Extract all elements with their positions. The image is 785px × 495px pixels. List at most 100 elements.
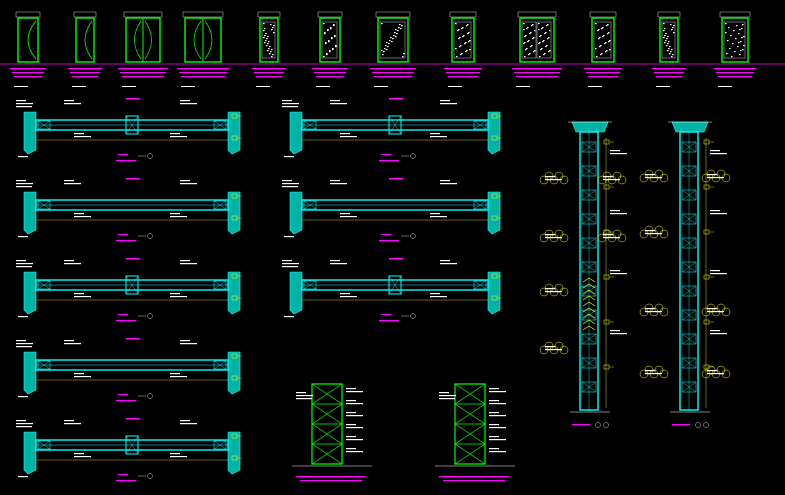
glass-speckle bbox=[469, 40, 471, 42]
glass-speckle bbox=[542, 27, 544, 29]
glass-speckle bbox=[527, 41, 529, 43]
glass-speckle bbox=[548, 37, 550, 39]
glass-speckle bbox=[670, 51, 672, 53]
glass-speckle bbox=[524, 36, 526, 38]
glass-speckle bbox=[732, 43, 734, 45]
plan-section-right-2 bbox=[282, 178, 502, 242]
section-header bbox=[126, 338, 140, 340]
jamb-cross bbox=[37, 440, 51, 450]
frame-annotation bbox=[489, 415, 506, 417]
section-annotation bbox=[170, 213, 180, 215]
glass-speckle bbox=[385, 45, 387, 47]
cloud-note-text bbox=[545, 237, 562, 239]
frame-details bbox=[292, 383, 515, 482]
section-annotation bbox=[16, 186, 32, 188]
glass-speckle bbox=[397, 30, 399, 32]
glass-panel bbox=[321, 21, 338, 59]
glass-speckle bbox=[389, 40, 391, 42]
section-header bbox=[389, 98, 403, 100]
glass-speckle bbox=[603, 35, 605, 37]
cloud-note-text bbox=[603, 176, 613, 178]
frame-annotation bbox=[296, 392, 306, 394]
elevation-subtitle bbox=[588, 76, 618, 78]
glass-speckle bbox=[529, 53, 531, 55]
glass-speckle bbox=[458, 29, 460, 31]
door-frame bbox=[259, 17, 279, 63]
chevron-mark bbox=[582, 295, 596, 301]
glass-speckle bbox=[398, 27, 400, 29]
cloud-note-text bbox=[545, 234, 555, 236]
glass-speckle bbox=[671, 49, 673, 51]
door-frame bbox=[75, 17, 95, 63]
jamb-cross bbox=[581, 357, 597, 369]
section-annotation bbox=[440, 263, 457, 265]
elevation-title bbox=[10, 68, 46, 70]
door-elevation bbox=[714, 11, 756, 87]
glass-speckle bbox=[736, 25, 738, 27]
door-elevation bbox=[118, 11, 168, 87]
section-annotation bbox=[282, 186, 298, 188]
section-annotation bbox=[74, 376, 91, 378]
glass-speckle bbox=[739, 29, 741, 31]
glass-speckle bbox=[731, 56, 733, 58]
glass-speckle bbox=[671, 56, 673, 58]
glass-speckle bbox=[466, 50, 468, 52]
glass-speckle bbox=[738, 33, 740, 35]
cloud-note-text bbox=[645, 373, 662, 375]
glass-speckle bbox=[401, 25, 403, 27]
door-elevation bbox=[584, 11, 622, 87]
glass-speckle bbox=[264, 35, 266, 37]
frame-brace bbox=[454, 383, 486, 405]
cloud-note-text bbox=[603, 237, 620, 239]
section-annotation bbox=[170, 293, 180, 295]
glass-speckle bbox=[529, 33, 531, 35]
door-frame bbox=[721, 17, 749, 63]
door-elevation bbox=[312, 11, 348, 87]
cloud-note-text bbox=[603, 234, 613, 236]
section-annotation bbox=[170, 453, 180, 455]
glass-speckle bbox=[456, 56, 458, 58]
frame-detail-2 bbox=[435, 383, 515, 482]
glass-speckle bbox=[542, 41, 544, 43]
glass-speckle bbox=[543, 40, 545, 42]
frame-annotation bbox=[296, 398, 312, 400]
section-header bbox=[126, 98, 140, 100]
section-annotation bbox=[170, 296, 187, 298]
section-annotation bbox=[18, 396, 28, 398]
glass-speckle bbox=[460, 45, 462, 47]
glass-speckle bbox=[329, 50, 331, 52]
glass-speckle bbox=[546, 45, 548, 47]
glass-speckle bbox=[672, 27, 674, 29]
cloud-note-text bbox=[645, 370, 655, 372]
glass-speckle bbox=[669, 46, 671, 48]
frame-title bbox=[439, 476, 509, 478]
jamb-block bbox=[581, 189, 597, 201]
cloud-note-4 bbox=[539, 341, 569, 355]
door-elevation bbox=[252, 11, 286, 87]
glass-speckle bbox=[742, 24, 744, 26]
section-annotation bbox=[430, 216, 447, 218]
elevation-title bbox=[512, 68, 562, 70]
door-frame bbox=[591, 17, 615, 63]
glass-speckle bbox=[663, 23, 665, 25]
jamb-cross bbox=[581, 381, 597, 393]
glass-speckle bbox=[596, 56, 598, 58]
jamb-cross bbox=[581, 261, 597, 273]
jamb-cross bbox=[303, 280, 317, 290]
cloud-note-text bbox=[545, 349, 562, 351]
glass-speckle bbox=[269, 53, 271, 55]
elevation-title bbox=[312, 68, 348, 70]
plan-section-left-4 bbox=[16, 338, 242, 402]
glass-speckle bbox=[742, 49, 744, 51]
frame-annotation bbox=[439, 392, 449, 394]
section-annotation bbox=[330, 183, 347, 185]
section-marker-circle bbox=[410, 313, 416, 319]
wall-right bbox=[487, 111, 501, 155]
section-header bbox=[126, 258, 140, 260]
jamb-cross bbox=[581, 309, 597, 321]
section-annotation bbox=[282, 103, 299, 105]
cloud-note-right bbox=[701, 303, 731, 317]
section-header bbox=[126, 178, 140, 180]
mullion-block bbox=[125, 115, 139, 135]
section-annotation bbox=[180, 100, 190, 102]
